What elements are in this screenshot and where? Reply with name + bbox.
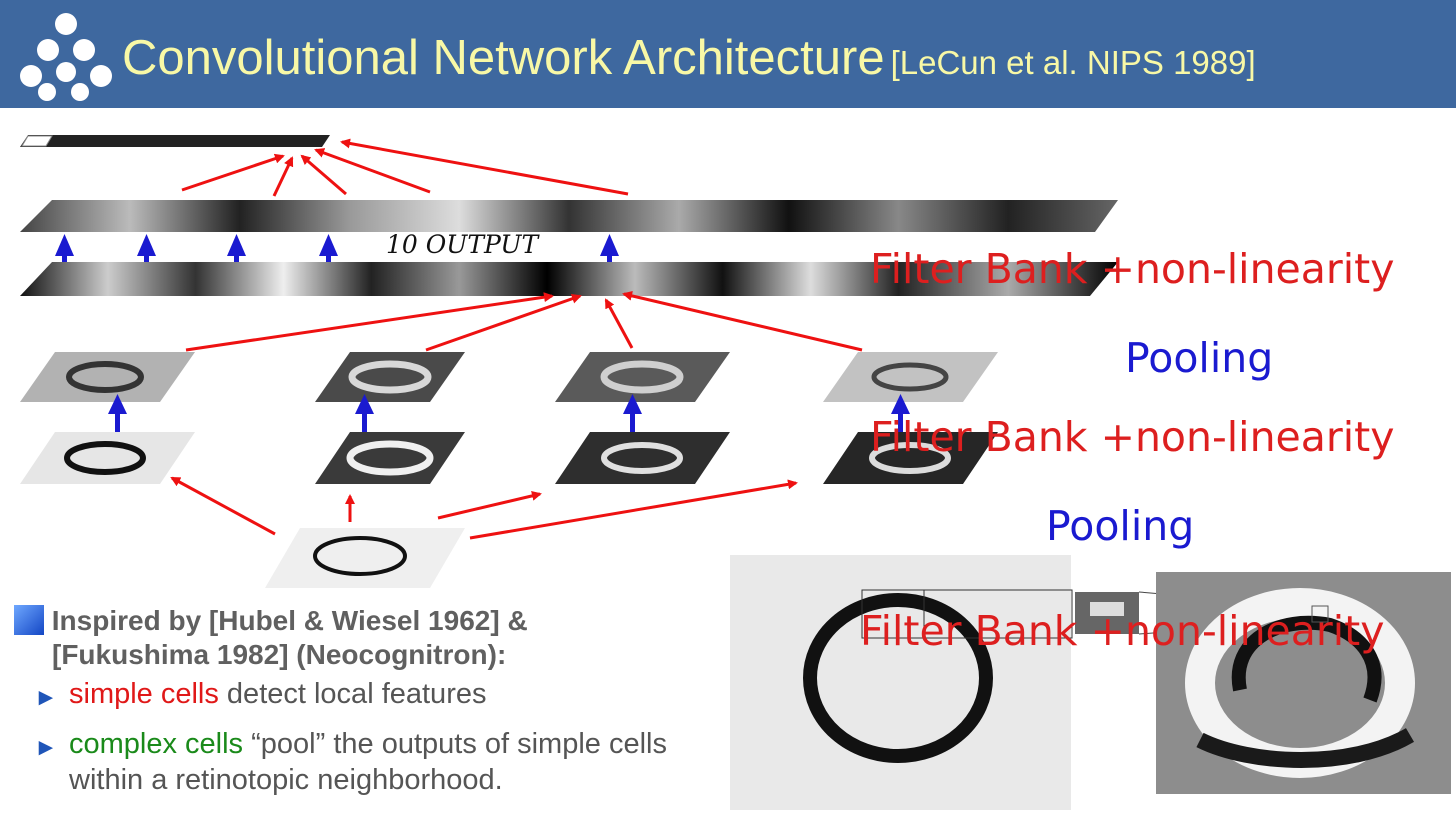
- triangle-bullet-icon: ►: [34, 684, 58, 711]
- term-simple-cells: simple cells: [69, 678, 219, 710]
- convolution-feature-maps: [20, 432, 998, 484]
- title-text: Convolutional Network Architecture: [122, 31, 885, 85]
- input-digit-closeup: [730, 555, 1329, 810]
- pooling-arrows-lower: [108, 394, 910, 432]
- filter-arrows-middle: [185, 290, 863, 352]
- stage-label-pooling-bottom: Pooling: [1046, 502, 1195, 550]
- term-complex-cells: complex cells: [69, 728, 244, 760]
- bullet-main-line1: Inspired by [Hubel & Wiesel 1962] &: [51, 605, 528, 636]
- feature-map-layer-top: [20, 200, 1118, 232]
- bullet-main: Inspired by [Hubel & Wiesel 1962] & [Fuk…: [14, 604, 704, 672]
- feature-map-layer-second: [20, 262, 1118, 296]
- network-diagram: 10 OUTPUT Filter Bank +non-linearity Poo…: [0, 108, 1456, 818]
- complex-cells-description: “pool” the outputs of simple cells withi…: [69, 728, 667, 796]
- pooled-feature-maps: [20, 352, 998, 402]
- inspiration-bullets: Inspired by [Hubel & Wiesel 1962] & [Fuk…: [14, 604, 704, 798]
- filter-arrows-top: [181, 138, 629, 197]
- stage-label-filter-middle: Filter Bank +non-linearity: [870, 413, 1395, 461]
- output-units-strip: [20, 135, 330, 147]
- input-image: [265, 528, 465, 588]
- filter-arrows-input: [170, 476, 798, 540]
- triangle-bullet-icon: ►: [34, 734, 58, 761]
- slide-header: Convolutional Network Architecture[LeCun…: [0, 0, 1456, 108]
- stage-label-pooling-top: Pooling: [1125, 334, 1274, 382]
- bullet-main-line2: [Fukushima 1982] (Neocognitron):: [52, 639, 507, 670]
- stage-label-filter-bottom: Filter Bank +non-linearity: [860, 607, 1385, 655]
- bullet-square-icon: [14, 605, 44, 635]
- simple-cells-description: detect local features: [218, 678, 487, 710]
- output-label: 10 OUTPUT: [386, 230, 539, 259]
- molecule-logo-icon: [20, 13, 112, 101]
- feature-map-closeup: [1156, 572, 1451, 794]
- bullet-simple-cells: ► simple cells detect local features: [14, 676, 704, 712]
- title-citation: [LeCun et al. NIPS 1989]: [890, 44, 1256, 81]
- bullet-complex-cells: ► complex cells “pool” the outputs of si…: [14, 726, 704, 798]
- slide-title: Convolutional Network Architecture[LeCun…: [122, 28, 1256, 93]
- pooling-arrows-upper: [55, 234, 619, 262]
- stage-label-filter-top: Filter Bank +non-linearity: [870, 245, 1395, 293]
